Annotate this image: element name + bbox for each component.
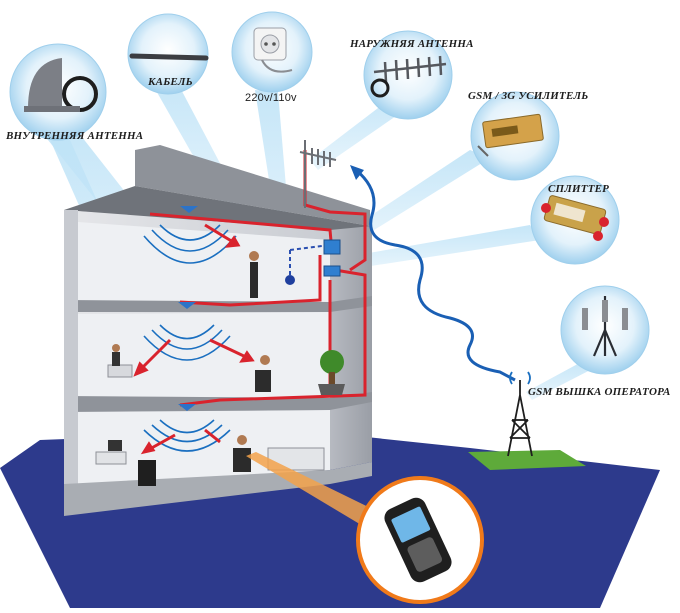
roof-edge [64, 186, 370, 236]
rooftop-antenna [299, 140, 337, 208]
splitter-icon [541, 195, 609, 241]
power-plug-icon [285, 275, 295, 285]
yagi-antenna-icon [370, 55, 447, 98]
amplifier-unit [323, 239, 341, 255]
floor-slab-2 [64, 392, 372, 412]
signal-waves [143, 224, 237, 452]
phone-beam [246, 452, 395, 535]
cable-icon [129, 53, 209, 61]
label-amplifier: GSM / 3G УСИЛИТЕЛЬ [468, 90, 589, 102]
building-side-wall [330, 226, 372, 470]
gsm-tower-icon [507, 371, 533, 457]
bubble-cable [127, 13, 209, 95]
bubble-power [231, 11, 313, 93]
grass-patch [468, 450, 586, 470]
bubble-indoor-antenna [9, 43, 107, 141]
label-power: 220v/110v [245, 92, 297, 104]
ceiling-antennas [178, 206, 198, 411]
label-cable: КАБЕЛЬ [148, 76, 193, 88]
signal-arrows [133, 223, 255, 455]
bubble-amplifier [470, 91, 560, 181]
label-splitter: СПЛИТТЕР [548, 183, 610, 195]
bubble-outdoor-antenna [363, 30, 453, 120]
dome-antenna-icon [24, 58, 98, 112]
label-tower: GSM ВЫШКА ОПЕРАТОРА [528, 386, 671, 398]
mobile-phone-icon [384, 497, 452, 583]
label-indoor-antenna: ВНУТРЕННЯЯ АНТЕННА [6, 130, 144, 142]
floor3-room [78, 222, 330, 305]
splitter-unit [323, 265, 341, 277]
amplifier-icon [477, 113, 544, 157]
power-socket-icon [253, 27, 293, 73]
bubble-splitter [530, 175, 620, 265]
incoming-signal [355, 168, 516, 382]
signal-arrow-head [350, 165, 364, 180]
left-wall-edge [64, 210, 78, 502]
bubble-tower [560, 285, 650, 375]
label-outdoor-antenna: НАРУЖНЯЯ АНТЕННА [350, 38, 474, 50]
